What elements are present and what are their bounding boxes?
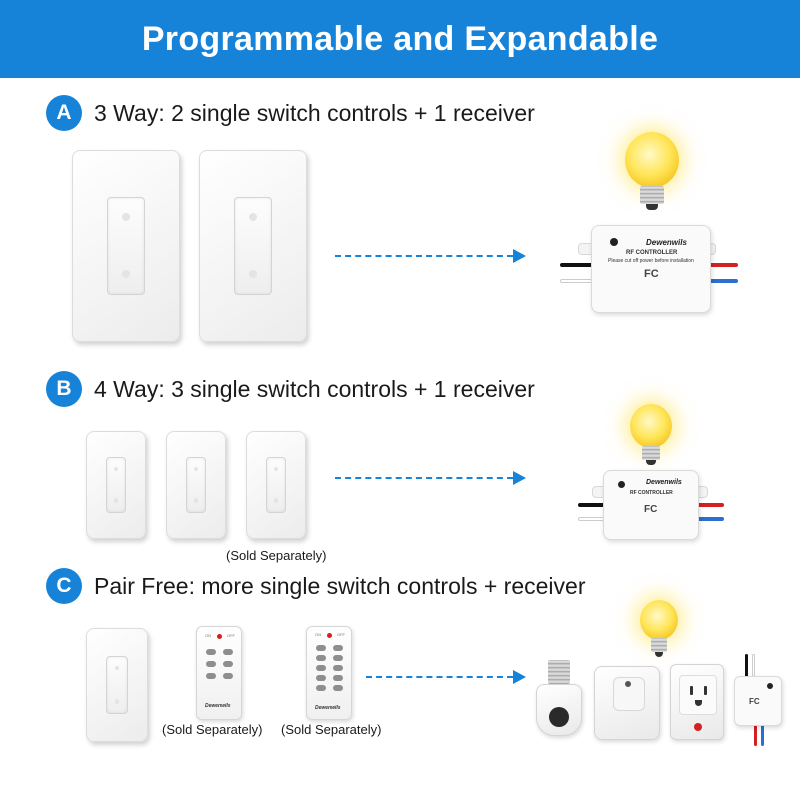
remote-on-label: ON [315, 632, 321, 637]
socket-adapter-base [548, 660, 570, 684]
remote-off-label: OFF [227, 633, 235, 638]
section-a-badge: A [46, 95, 82, 131]
receiver-subtitle: Please cut off power before installation [608, 258, 694, 264]
section-c-badge: C [46, 568, 82, 604]
wall-switch-1 [86, 431, 146, 539]
switch-rocker [185, 457, 207, 513]
wall-switch [86, 628, 148, 742]
remote-control-large: ON OFF Dewenwils [306, 626, 352, 720]
title-banner: Programmable and Expandable [0, 0, 800, 78]
sold-separately-note: (Sold Separately) [226, 548, 327, 563]
sold-separately-note-1: (Sold Separately) [162, 722, 263, 737]
plug-in-switch-icon [594, 666, 660, 740]
remote-led [217, 634, 222, 639]
switch-rocker [106, 196, 146, 296]
smart-outlet-icon [670, 664, 724, 740]
rf-receiver-b: Dewenwils RF CONTROLLER FC [603, 470, 699, 540]
fc-mark: FC [644, 504, 658, 515]
remote-control-small: ON OFF Dewenwils [196, 626, 242, 720]
switch-rocker [233, 196, 273, 296]
switch-rocker [106, 655, 128, 715]
arrow-head-icon [513, 670, 526, 684]
section-b-title: 4 Way: 3 single switch controls + 1 rece… [94, 376, 535, 402]
arrow-b [335, 477, 513, 479]
remote-on-label: ON [205, 633, 211, 638]
sold-separately-note-2: (Sold Separately) [281, 722, 382, 737]
wall-switch-2 [199, 150, 307, 342]
remote-off-label: OFF [337, 632, 345, 637]
light-socket-adapter-icon [536, 684, 582, 736]
fc-mark: FC [749, 697, 760, 706]
status-led [610, 238, 618, 246]
fc-mark: FC [644, 268, 659, 280]
arrow-head-icon [513, 249, 526, 263]
bulb-base [651, 638, 667, 652]
wall-switch-2 [166, 431, 226, 539]
arrow-a [335, 255, 513, 257]
section-c-title: Pair Free: more single switch controls +… [94, 573, 586, 599]
status-led [767, 683, 773, 689]
receiver-brand: Dewenwils [646, 479, 682, 486]
receiver-brand: Dewenwils [646, 238, 687, 247]
wall-switch-1 [72, 150, 180, 342]
light-bulb-icon [640, 600, 678, 640]
switch-rocker [265, 457, 287, 513]
remote-brand: Dewenwils [205, 703, 231, 709]
rf-receiver-small: FC [734, 676, 782, 726]
section-a-title: 3 Way: 2 single switch controls + 1 rece… [94, 100, 535, 126]
arrow-head-icon [513, 471, 526, 485]
light-bulb-icon [625, 132, 679, 188]
remote-led [327, 633, 332, 638]
outlet-led [694, 723, 702, 731]
receiver-title: RF CONTROLLER [630, 490, 673, 496]
status-led [618, 481, 625, 488]
bulb-base [642, 446, 660, 460]
arrow-c [366, 676, 513, 678]
receiver-title: RF CONTROLLER [626, 250, 678, 256]
section-b-badge: B [46, 371, 82, 407]
wall-switch-3 [246, 431, 306, 539]
banner-title: Programmable and Expandable [141, 20, 659, 58]
remote-brand: Dewenwils [315, 705, 341, 711]
rf-receiver-a: Dewenwils RF CONTROLLER Please cut off p… [591, 225, 711, 313]
light-bulb-icon [630, 404, 672, 448]
switch-rocker [105, 457, 127, 513]
bulb-base [640, 186, 664, 204]
